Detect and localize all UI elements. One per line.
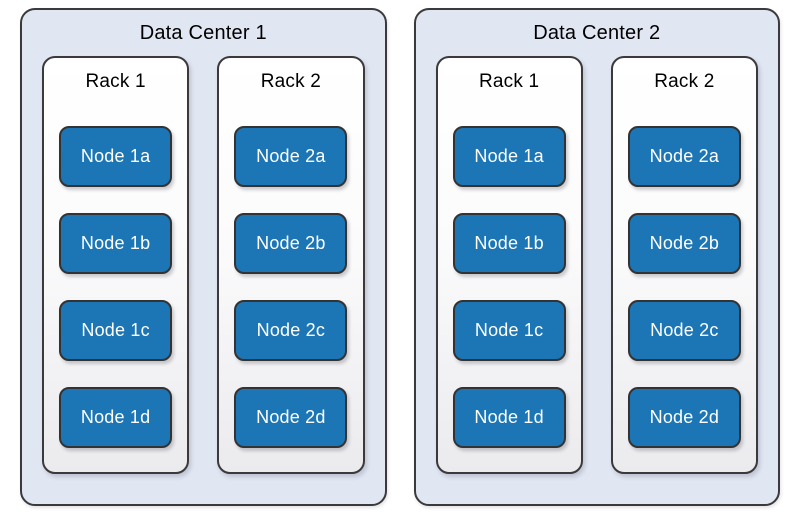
dc2-rack-1-nodes: Node 1a Node 1b Node 1c Node 1d xyxy=(452,126,566,448)
datacenter-1-box: Data Center 1 Rack 1 Node 1a Node 1b Nod… xyxy=(20,8,387,506)
dc2-rack1-node-1a: Node 1a xyxy=(452,126,566,187)
datacenter-2-racks: Rack 1 Node 1a Node 1b Node 1c Node 1d R… xyxy=(435,56,758,474)
dc1-rack2-node-2d: Node 2d xyxy=(234,387,348,448)
dc2-rack1-node-1d: Node 1d xyxy=(452,387,566,448)
dc1-rack-1-box: Rack 1 Node 1a Node 1b Node 1c Node 1d xyxy=(42,56,190,474)
dc2-rack-1-box: Rack 1 Node 1a Node 1b Node 1c Node 1d xyxy=(435,56,583,474)
datacenter-1-title: Data Center 1 xyxy=(139,22,267,44)
dc1-rack-1-title: Rack 1 xyxy=(85,71,146,92)
dc1-rack1-node-1a: Node 1a xyxy=(59,126,173,187)
dc2-rack2-node-2a: Node 2a xyxy=(627,126,741,187)
datacenter-2-box: Data Center 2 Rack 1 Node 1a Node 1b Nod… xyxy=(413,8,780,506)
datacenter-2-title: Data Center 2 xyxy=(533,22,661,44)
dc1-rack2-node-2a: Node 2a xyxy=(234,126,348,187)
dc1-rack2-node-2c: Node 2c xyxy=(234,300,348,361)
datacenter-1-racks: Rack 1 Node 1a Node 1b Node 1c Node 1d R… xyxy=(42,56,365,474)
dc1-rack1-node-1d: Node 1d xyxy=(59,387,173,448)
dc2-rack1-node-1c: Node 1c xyxy=(452,300,566,361)
dc2-rack-1-title: Rack 1 xyxy=(478,71,540,92)
dc2-rack2-node-2c: Node 2c xyxy=(627,300,741,361)
dc2-rack-2-nodes: Node 2a Node 2b Node 2c Node 2d xyxy=(627,126,741,448)
dc2-rack1-node-1b: Node 1b xyxy=(452,213,566,274)
dc2-rack-2-title: Rack 2 xyxy=(654,71,715,92)
dc1-rack-2-nodes: Node 2a Node 2b Node 2c Node 2d xyxy=(234,126,348,448)
dc2-rack2-node-2b: Node 2b xyxy=(627,213,741,274)
dc2-rack2-node-2d: Node 2d xyxy=(627,387,741,448)
dc1-rack-1-nodes: Node 1a Node 1b Node 1c Node 1d xyxy=(59,126,173,448)
dc1-rack-2-box: Rack 2 Node 2a Node 2b Node 2c Node 2d xyxy=(217,56,365,474)
dc2-rack-2-box: Rack 2 Node 2a Node 2b Node 2c Node 2d xyxy=(610,56,758,474)
dc1-rack1-node-1c: Node 1c xyxy=(59,300,173,361)
dc1-rack-2-title: Rack 2 xyxy=(260,71,322,92)
dc1-rack1-node-1b: Node 1b xyxy=(59,213,173,274)
dc1-rack2-node-2b: Node 2b xyxy=(234,213,348,274)
